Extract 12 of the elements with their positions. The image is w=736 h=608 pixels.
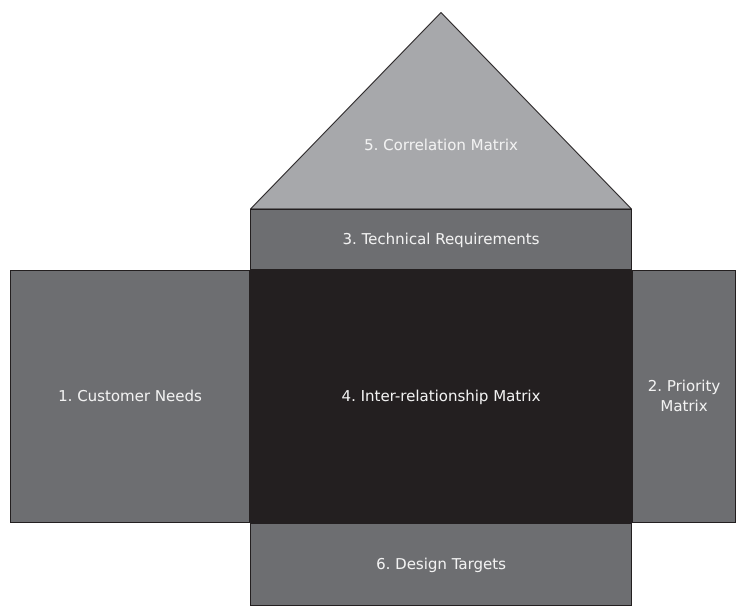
footer-band	[250, 523, 632, 606]
side-panel	[10, 270, 250, 523]
section-label: 4. Inter-relationship Matrix	[342, 386, 540, 406]
section-label: 2. Priority Matrix	[646, 377, 722, 416]
section-label: 6. Design Targets	[376, 554, 506, 574]
triangle-roof	[250, 12, 632, 209]
section-label: 1. Customer Needs	[58, 386, 202, 406]
matrix-panel	[250, 270, 632, 523]
section-label: 5. Correlation Matrix	[364, 136, 518, 156]
header-band	[250, 209, 632, 270]
section-label: 3. Technical Requirements	[342, 230, 540, 250]
side-panel	[632, 270, 736, 523]
